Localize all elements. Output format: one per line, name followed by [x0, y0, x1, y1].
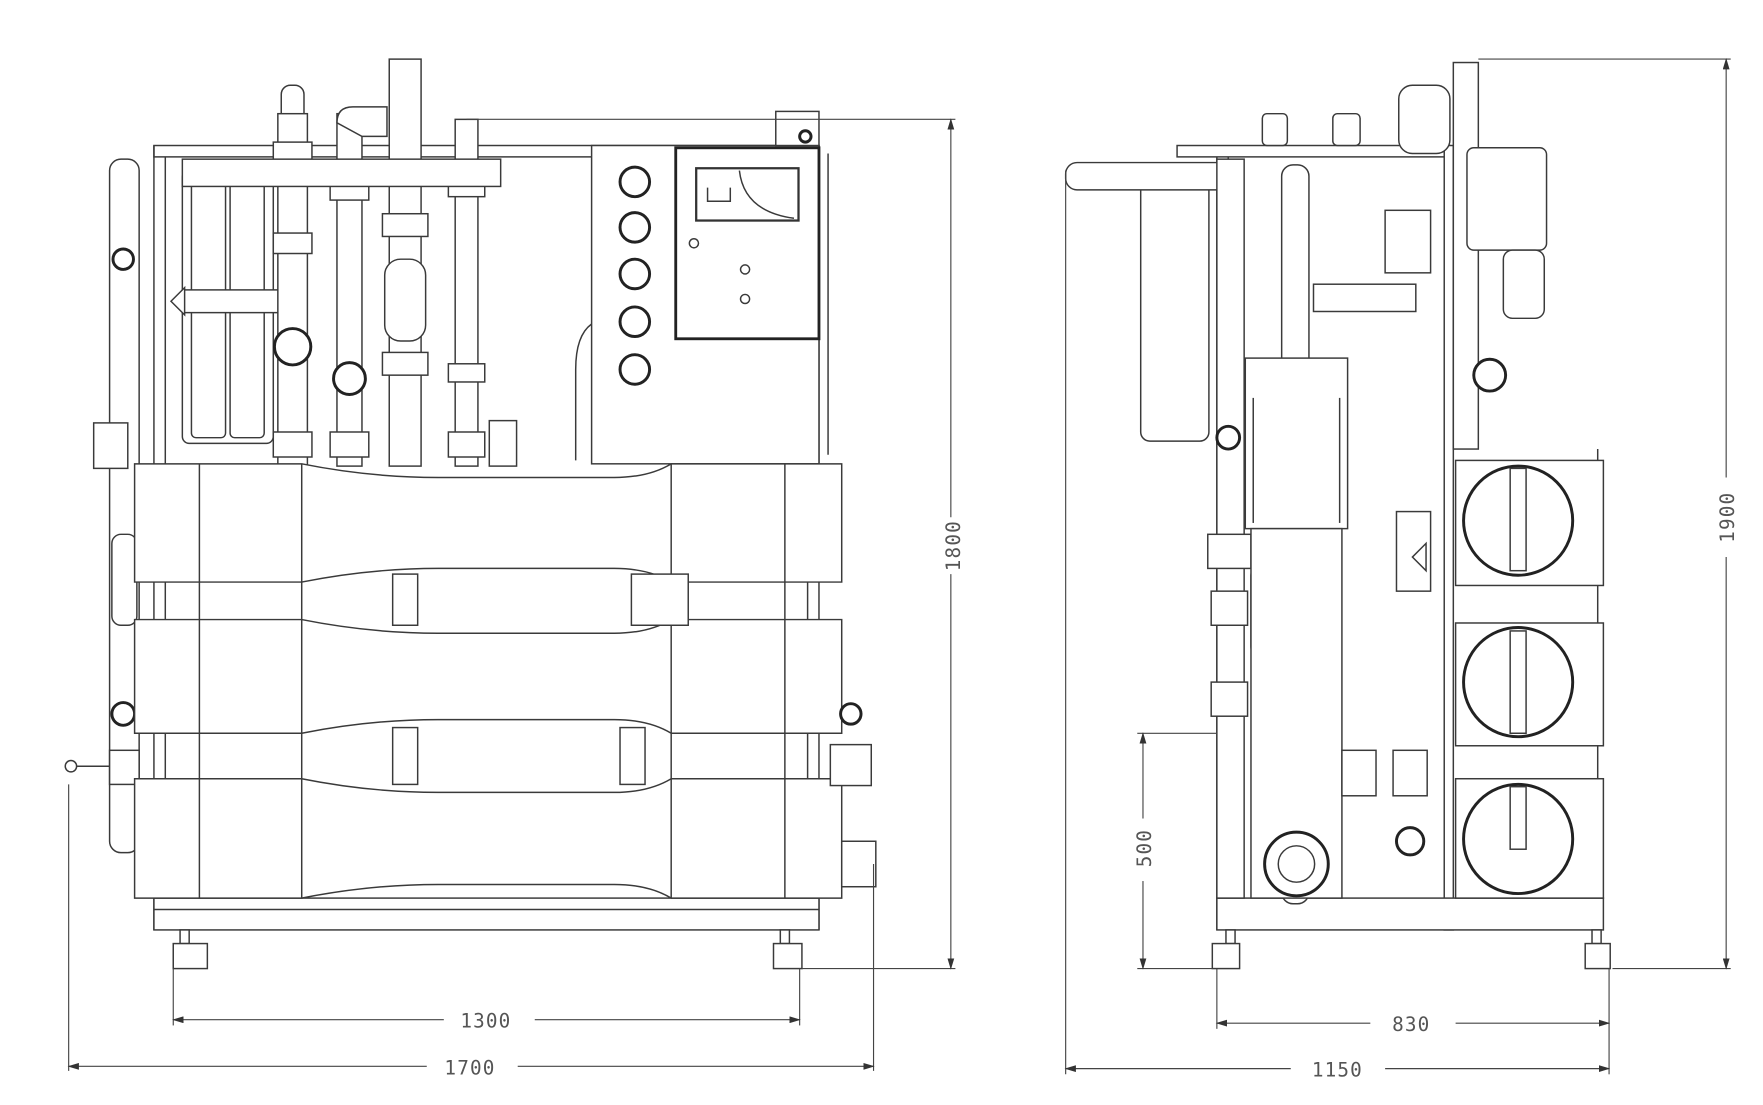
- side-base-frame: [1216, 897, 1605, 931]
- side-controller-box: [1466, 147, 1548, 251]
- membrane-vessel: [133, 618, 843, 734]
- dimension-overall-height-label: 1900: [1716, 492, 1739, 543]
- membrane-vessel: [133, 463, 843, 583]
- side-frame-post: [1443, 144, 1455, 931]
- side-foot-right: [1584, 942, 1611, 970]
- front-valve: [332, 361, 367, 396]
- controller-indicator-light: [688, 237, 700, 249]
- side-view: 1900 500 830 1150: [1064, 57, 1739, 1082]
- pressure-gauge-icon: [618, 353, 652, 386]
- side-foot-left: [1211, 942, 1241, 970]
- dimension-height-label: 1800: [942, 520, 965, 571]
- dimension-frame-depth-label: 830: [1392, 1013, 1430, 1036]
- front-foot-right: [772, 942, 803, 970]
- dimension-overall-width-label: 1700: [444, 1056, 495, 1079]
- pressure-gauges: [618, 165, 652, 386]
- side-filter-housing: [1139, 181, 1210, 442]
- front-valve: [272, 327, 313, 367]
- controller-indicator-light: [739, 264, 751, 275]
- pressure-gauge-icon: [618, 165, 652, 199]
- pressure-gauge-icon: [618, 305, 652, 338]
- dimension-frame-width-label: 1300: [460, 1010, 511, 1033]
- pressure-gauge-icon: [618, 211, 652, 244]
- front-vertical-pipes: [181, 58, 518, 467]
- dimension-overall-depth-label: 1150: [1312, 1059, 1363, 1082]
- front-left-pipework: [64, 158, 140, 854]
- front-dimensions: 1800 1300 1700: [67, 118, 965, 1079]
- membrane-vessel: [133, 777, 843, 899]
- pump-motor: [1244, 357, 1349, 530]
- controller-indicator-light: [739, 293, 751, 305]
- membrane-end-caps: [1454, 459, 1605, 899]
- membrane-vessels: [133, 463, 877, 899]
- front-view: 1800 1300 1700: [64, 58, 965, 1079]
- side-inlet-pipe: [1064, 161, 1237, 191]
- pressure-gauge-icon: [618, 257, 652, 291]
- front-base-frame: [153, 897, 820, 931]
- dimension-inlet-height-label: 500: [1133, 829, 1156, 867]
- front-foot-left: [172, 942, 209, 970]
- control-panel: [574, 110, 829, 465]
- side-dimensions: 1900 500 830 1150: [1064, 57, 1739, 1082]
